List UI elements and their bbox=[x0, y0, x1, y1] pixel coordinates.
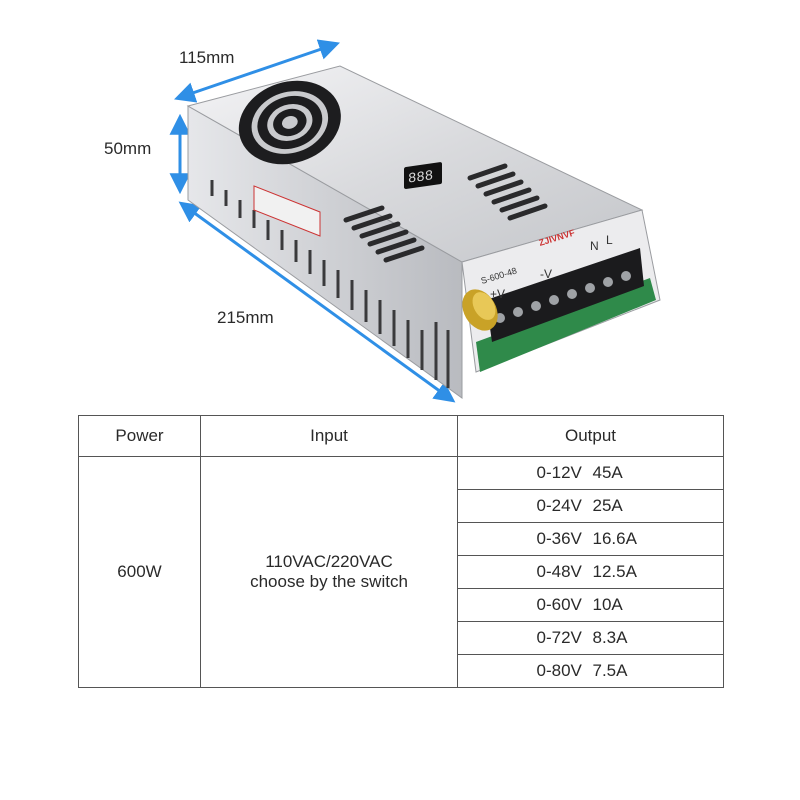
terminal-label-neg: -V bbox=[540, 267, 552, 281]
pcb-board bbox=[476, 278, 656, 372]
input-value: 110VAC/220VAC choose by the switch bbox=[200, 456, 458, 688]
output-row: 0-12V 45A bbox=[457, 456, 724, 490]
output-voltage: 0-80V bbox=[536, 661, 582, 680]
terminal-label-pos: +V bbox=[490, 287, 505, 301]
output-current: 7.5A bbox=[592, 661, 628, 680]
length-arrow bbox=[178, 201, 456, 403]
output-current: 25A bbox=[592, 496, 623, 515]
table-row: 600W 110VAC/220VAC choose by the switch … bbox=[78, 456, 724, 688]
table-row: 0-80V 7.5A bbox=[79, 654, 724, 688]
output-row: 0-24V 25A bbox=[457, 489, 724, 523]
output-voltage: 0-36V bbox=[536, 529, 582, 548]
dimension-height-label: 50mm bbox=[104, 139, 152, 158]
terminal-label-n: N bbox=[590, 239, 599, 253]
output-current: 45A bbox=[592, 463, 623, 482]
table-row: 0-72V 8.3A bbox=[79, 621, 724, 655]
output-row: 0-60V 10A bbox=[457, 588, 724, 622]
power-supply-image: 888 +V -V N L S-600-48 ZJIVNVF bbox=[169, 39, 661, 403]
input-line-2: choose by the switch bbox=[250, 572, 408, 591]
table-row: 0-24V 25A bbox=[79, 489, 724, 523]
output-current: 12.5A bbox=[592, 562, 637, 581]
header-input: Input bbox=[200, 415, 458, 457]
table-row: 0-36V 16.6A bbox=[79, 522, 724, 556]
fan-icon bbox=[238, 80, 341, 165]
power-value: 600W bbox=[78, 456, 201, 688]
terminal-label-l: L bbox=[606, 233, 613, 247]
output-voltage: 0-72V bbox=[536, 628, 582, 647]
display-digits: 888 bbox=[408, 168, 433, 187]
output-current: 16.6A bbox=[592, 529, 637, 548]
output-row: 0-48V 12.5A bbox=[457, 555, 724, 589]
table-header-row: Power Input Output bbox=[78, 415, 724, 457]
voltage-display bbox=[404, 162, 442, 189]
output-row: 0-80V 7.5A bbox=[457, 654, 724, 688]
side-vents bbox=[210, 180, 450, 388]
width-arrow bbox=[174, 39, 340, 103]
table-row: 0-60V 10A bbox=[79, 588, 724, 622]
table-row: 0-48V 12.5A bbox=[79, 555, 724, 589]
output-voltage: 0-48V bbox=[536, 562, 582, 581]
output-voltage: 0-12V bbox=[536, 463, 582, 482]
output-voltage: 0-60V bbox=[536, 595, 582, 614]
warning-sticker bbox=[253, 185, 321, 237]
header-power: Power bbox=[78, 415, 201, 457]
output-row: 0-72V 8.3A bbox=[457, 621, 724, 655]
top-vents bbox=[343, 163, 548, 263]
input-line-1: 110VAC/220VAC bbox=[265, 552, 393, 571]
output-current: 8.3A bbox=[592, 628, 628, 647]
output-row: 0-36V 16.6A bbox=[457, 522, 724, 556]
output-current: 10A bbox=[592, 595, 623, 614]
header-output: Output bbox=[457, 415, 724, 457]
voltage-adjust-knob bbox=[462, 289, 498, 331]
terminal-block bbox=[486, 248, 644, 342]
spec-table: Power Input Output 600W 110VAC/220VAC ch… bbox=[78, 415, 724, 688]
output-voltage: 0-24V bbox=[536, 496, 582, 515]
